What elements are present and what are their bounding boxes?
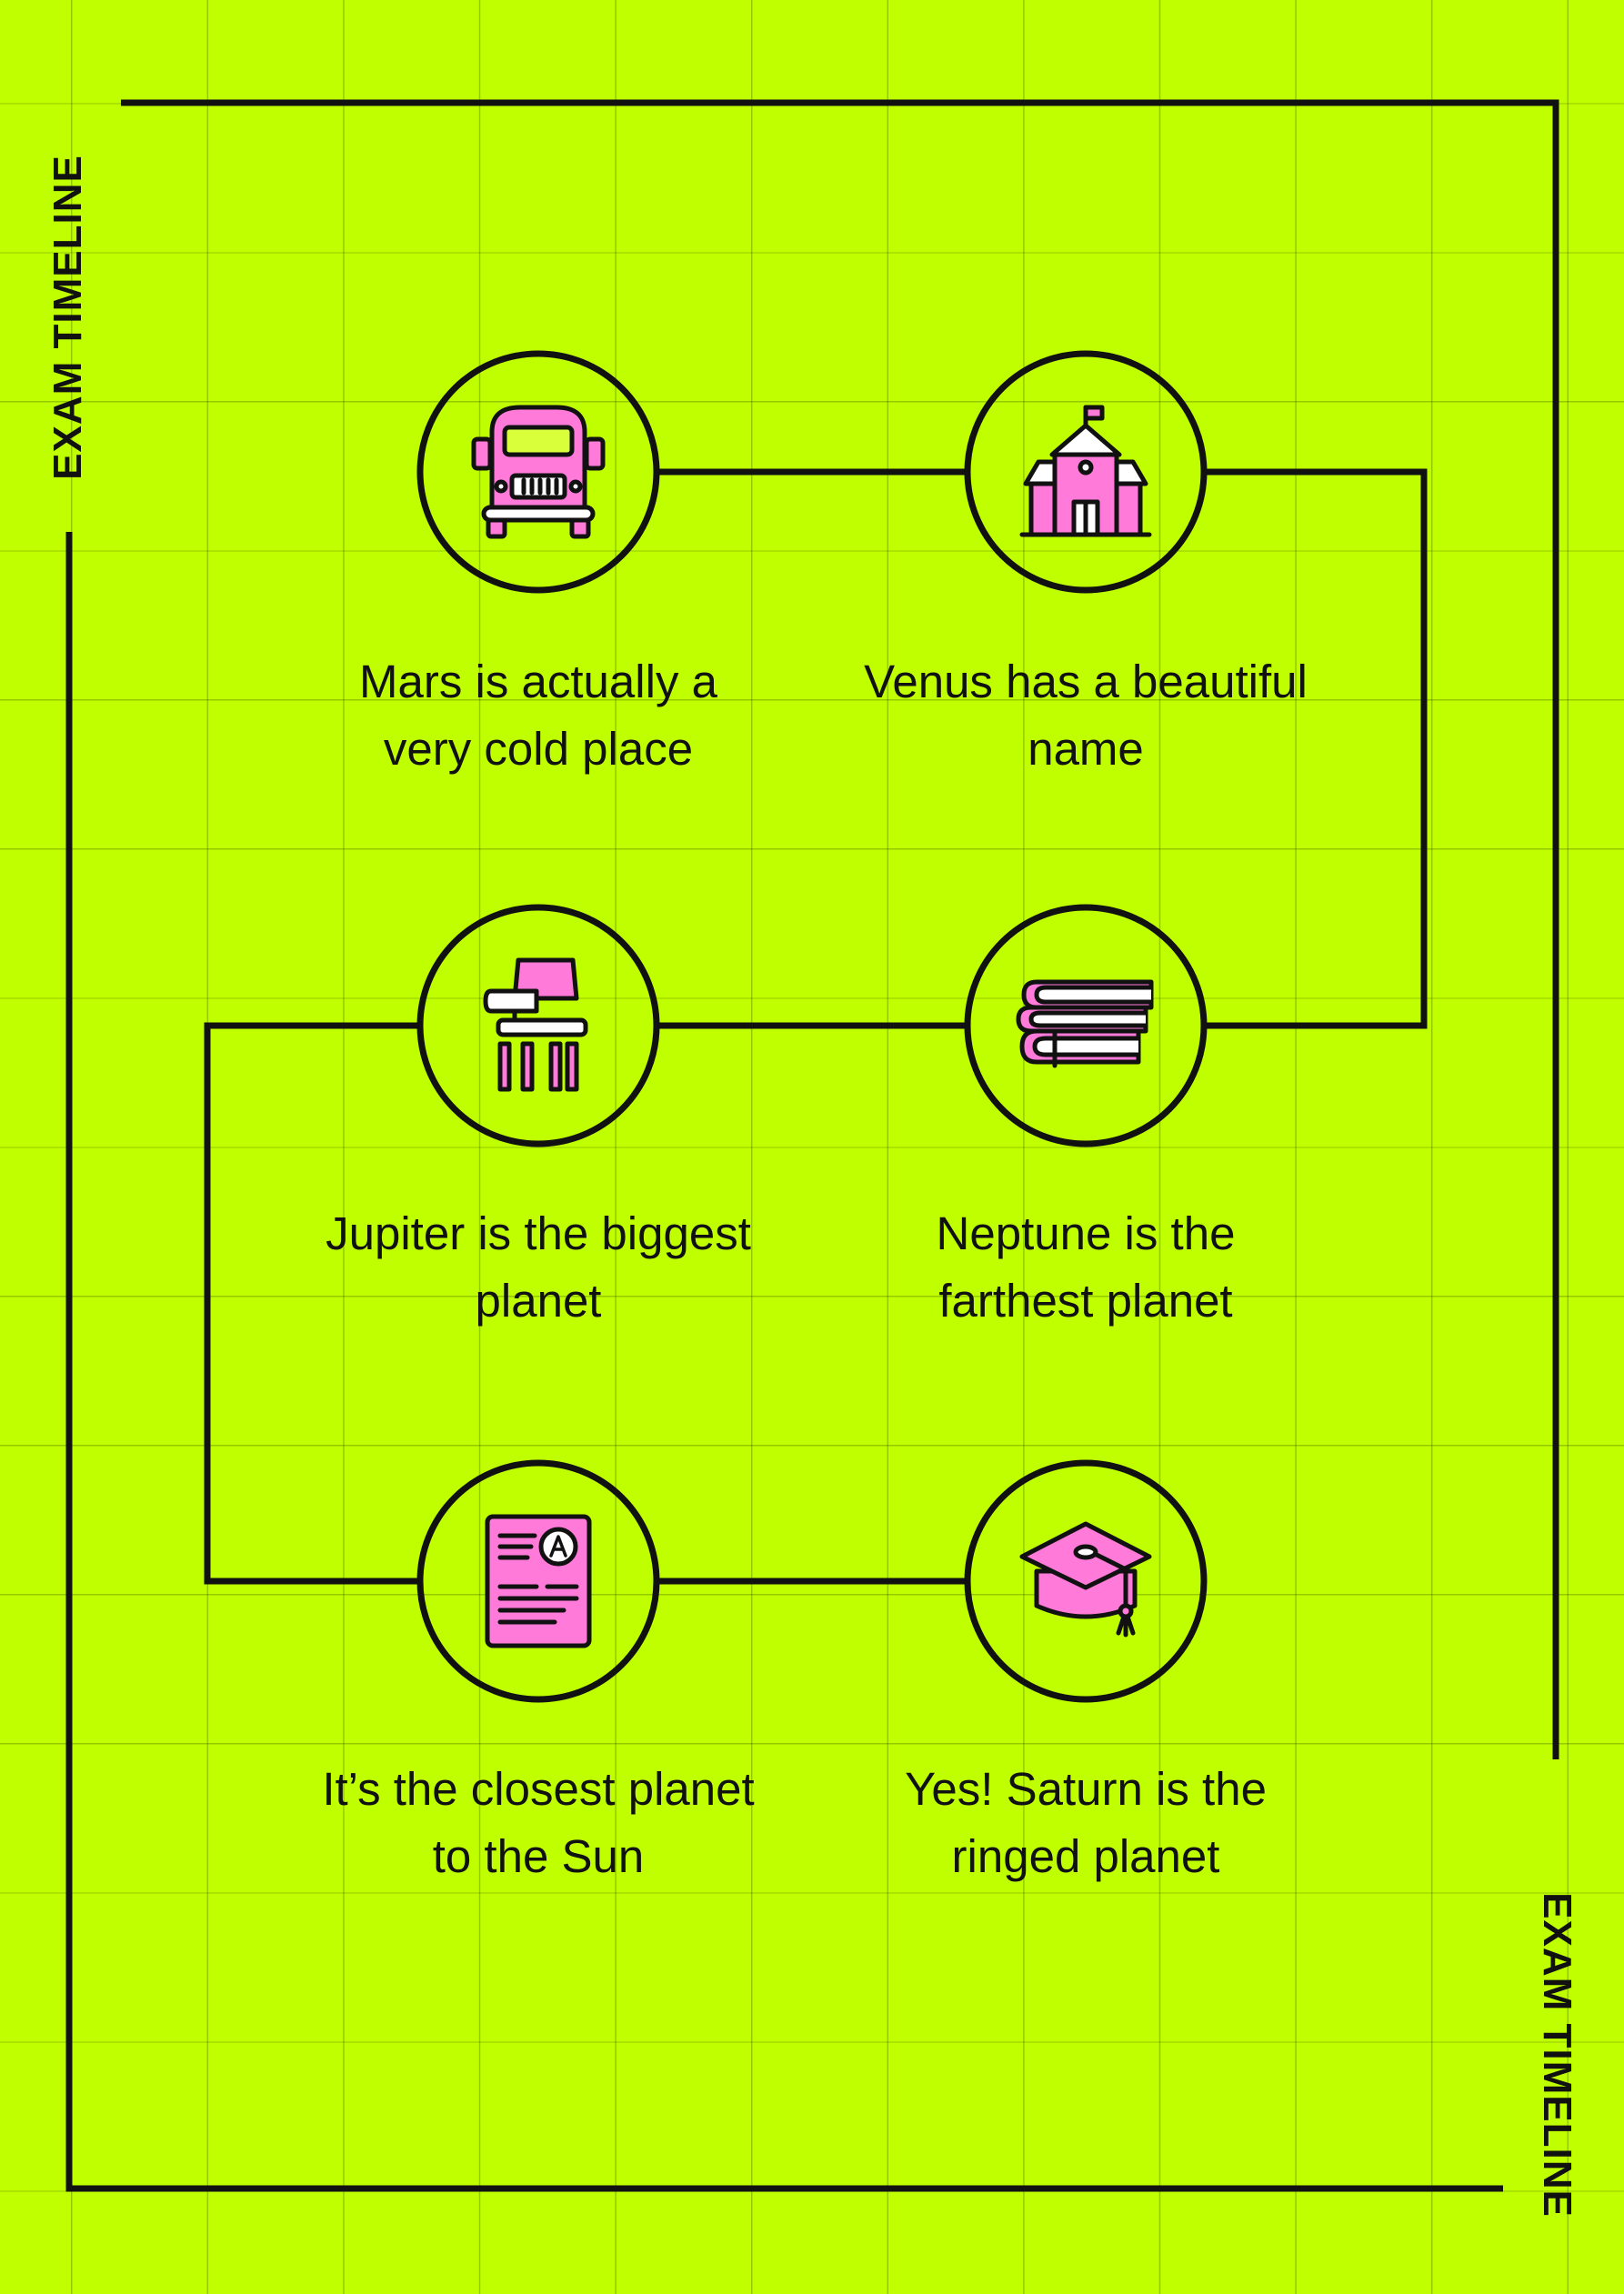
step-caption-5-line-2: to the Sun (432, 1830, 645, 1882)
frame-line-top-right (121, 99, 1559, 1759)
books-icon (1016, 979, 1154, 1068)
graduation-cap-icon (1019, 1521, 1152, 1638)
school-bus-icon (471, 405, 606, 539)
step-caption-4: Jupiter is the biggest planet (284, 1200, 793, 1335)
step-caption-2: Venus has a beautiful name (831, 648, 1340, 783)
step-caption-3-line-2: farthest planet (938, 1275, 1233, 1327)
step-circle-2 (964, 350, 1208, 594)
outer-frame (65, 99, 1559, 2192)
step-caption-3-line-1: Neptune is the (936, 1207, 1236, 1259)
step-circle-5 (416, 1459, 660, 1703)
step-circle-4 (416, 904, 660, 1147)
school-building-icon (1019, 405, 1152, 537)
step-caption-1: Mars is actually a very cold place (284, 648, 793, 783)
step-caption-2-line-2: name (1028, 723, 1144, 775)
frame-line-left-bottom (65, 532, 1503, 2192)
step-caption-6-line-2: ringed planet (951, 1830, 1220, 1882)
step-caption-4-line-2: planet (475, 1275, 602, 1327)
step-caption-6: Yes! Saturn is the ringed planet (831, 1756, 1340, 1890)
step-circles (416, 350, 1208, 1703)
step-caption-2-line-1: Venus has a beautiful (864, 656, 1308, 707)
step-circle-3 (964, 904, 1208, 1147)
step-caption-1-line-1: Mars is actually a (359, 656, 717, 707)
side-title-left: EXAM TIMELINE (45, 155, 90, 480)
graded-exam-icon (485, 1514, 592, 1648)
step-caption-3: Neptune is the farthest planet (831, 1200, 1340, 1335)
step-caption-5: It’s the closest planet to the Sun (284, 1756, 793, 1890)
step-caption-4-line-1: Jupiter is the biggest (326, 1207, 751, 1259)
step-caption-6-line-1: Yes! Saturn is the (905, 1763, 1267, 1815)
school-desk-icon (483, 957, 588, 1092)
timeline-connector (204, 468, 1428, 1585)
connector-2-3 (1205, 468, 1428, 1029)
step-caption-1-line-2: very cold place (383, 723, 694, 775)
connector-4-5 (204, 1022, 420, 1585)
step-circle-1 (416, 350, 660, 594)
side-title-right: EXAM TIMELINE (1535, 1892, 1579, 2218)
step-caption-5-line-1: It’s the closest planet (322, 1763, 755, 1815)
step-circle-6 (964, 1459, 1208, 1703)
